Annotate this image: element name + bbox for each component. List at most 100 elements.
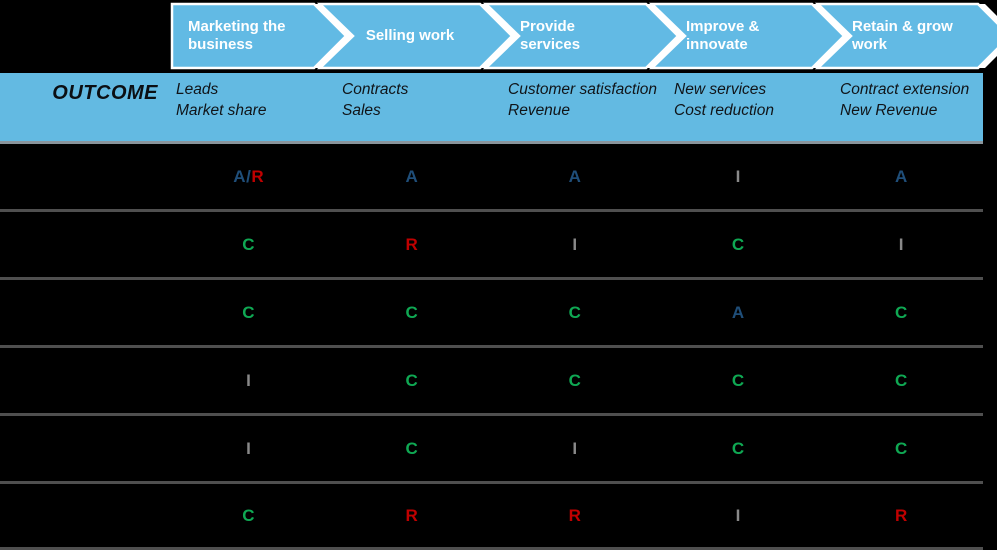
raci-letter: I <box>246 370 252 390</box>
raci-letter: C <box>242 234 256 254</box>
row-label-cell <box>0 348 167 413</box>
process-arrow-selling-work <box>316 2 514 70</box>
raci-letter: R <box>568 505 582 525</box>
raci-letter: R <box>894 505 908 525</box>
raci-cell: C <box>167 235 330 255</box>
raci-letter: A <box>731 302 745 322</box>
raci-letter: C <box>405 370 419 390</box>
raci-letter: C <box>894 302 908 322</box>
raci-cell: C <box>820 439 983 459</box>
raci-cell: R <box>330 235 493 255</box>
raci-letter: C <box>405 438 419 458</box>
stage-label-retain-grow-work: Retain & grow work <box>852 18 953 53</box>
raci-letter: I <box>246 438 252 458</box>
raci-letter: R <box>405 505 419 525</box>
raci-cell: A <box>330 167 493 187</box>
raci-cell: I <box>657 506 820 526</box>
raci-letter: I <box>572 234 578 254</box>
raci-letter: C <box>242 505 256 525</box>
raci-letter: I <box>735 166 741 186</box>
process-arrows-graphic <box>170 2 997 70</box>
raci-letter: / <box>246 166 252 186</box>
stage-label-marketing-the-business: Marketing the business <box>188 18 286 53</box>
outcome-item: Customer satisfaction <box>508 81 658 98</box>
raci-cell: C <box>330 439 493 459</box>
process-arrow-band: Marketing the business Selling work Provid… <box>0 0 997 72</box>
process-arrow-provide-services <box>482 2 680 70</box>
raci-letter: C <box>731 438 745 458</box>
process-arrow-retain-grow-work <box>814 2 997 70</box>
raci-letter: C <box>568 370 582 390</box>
raci-cell: C <box>330 303 493 323</box>
row-label-cell <box>0 212 167 277</box>
raci-cell: C <box>657 371 820 391</box>
row-label-cell <box>0 416 167 481</box>
raci-cell: C <box>330 371 493 391</box>
raci-cell: C <box>493 303 656 323</box>
raci-cell: C <box>657 235 820 255</box>
raci-cell: C <box>820 371 983 391</box>
stage-label-provide-services: Provide services <box>520 18 581 53</box>
raci-cell: C <box>167 506 330 526</box>
raci-letter: A <box>568 166 582 186</box>
raci-letter: C <box>242 302 256 322</box>
raci-letter: C <box>405 302 419 322</box>
raci-cell: C <box>820 303 983 323</box>
raci-cell: A <box>657 303 820 323</box>
outcome-item: Leads <box>176 81 219 98</box>
raci-letter: R <box>405 234 419 254</box>
raci-cell: I <box>820 235 983 255</box>
row-label-cell <box>0 484 167 547</box>
outcome-item: Market share <box>176 101 267 119</box>
outcome-item: New services <box>674 81 767 98</box>
stage-label-selling-work: Selling work <box>365 27 455 44</box>
raci-cell: R <box>493 506 656 526</box>
raci-letter: C <box>731 370 745 390</box>
raci-letter: C <box>568 302 582 322</box>
process-arrow-improve-innovate <box>648 2 846 70</box>
raci-letter: C <box>731 234 745 254</box>
raci-cell: I <box>493 235 656 255</box>
outcome-item: New Revenue <box>840 101 938 119</box>
raci-cell: C <box>657 439 820 459</box>
row-label-cell <box>0 280 167 345</box>
outcome-item: Contracts <box>342 81 409 98</box>
outcome-item: Revenue <box>508 101 571 119</box>
raci-cell: C <box>493 371 656 391</box>
raci-cell: I <box>657 167 820 187</box>
raci-letter: R <box>251 166 265 186</box>
outcome-item: Cost reduction <box>674 101 774 119</box>
raci-cell: I <box>167 439 330 459</box>
raci-letter: A <box>894 166 908 186</box>
raci-cell: I <box>493 439 656 459</box>
raci-cell: R <box>820 506 983 526</box>
raci-letter: I <box>898 234 904 254</box>
raci-letter: I <box>735 505 741 525</box>
raci-letter: C <box>894 438 908 458</box>
raci-letter: A <box>405 166 419 186</box>
raci-letter: I <box>572 438 578 458</box>
raci-letter: C <box>894 370 908 390</box>
stage-label-improve-innovate: Improve & innovate <box>686 18 760 53</box>
row-label-cell <box>0 144 167 209</box>
outcome-item: Contract extension <box>840 81 970 98</box>
raci-letter: A <box>233 166 247 186</box>
outcome-title: OUTCOME <box>52 82 158 104</box>
raci-cell: A <box>820 167 983 187</box>
outcome-item: Sales <box>342 101 381 119</box>
raci-cell: R <box>330 506 493 526</box>
